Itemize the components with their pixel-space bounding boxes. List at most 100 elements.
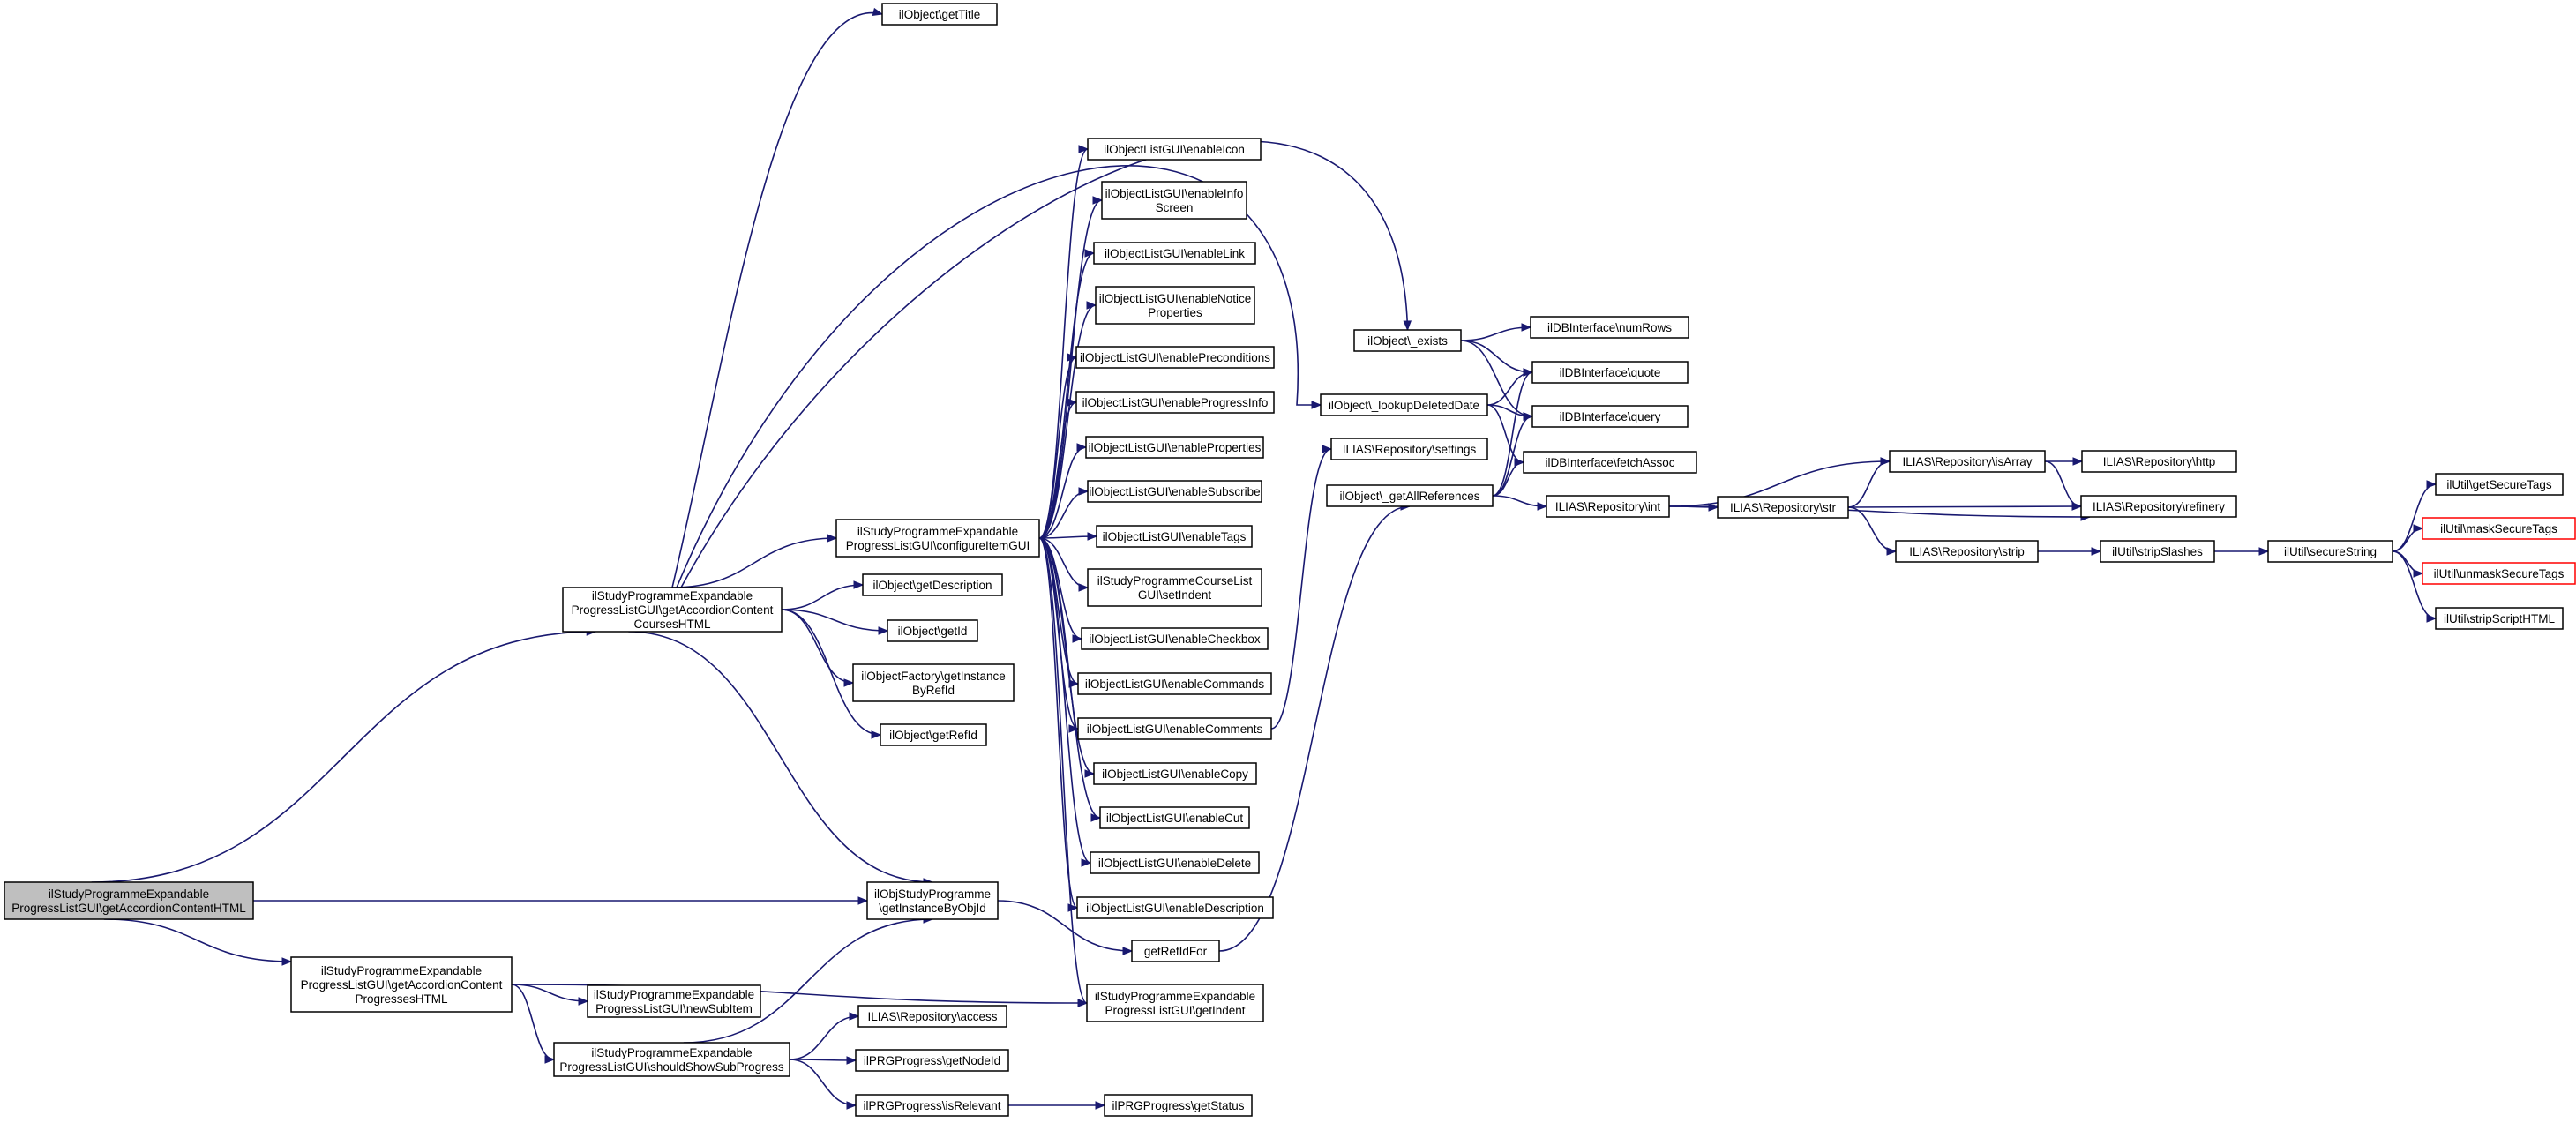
arrowhead	[1067, 398, 1078, 407]
edge-line	[1038, 537, 1101, 819]
arrowhead	[871, 730, 882, 739]
node-box	[2100, 540, 2215, 563]
node-enableCopy[interactable]: ilObjectListGUI\enableCopy	[1093, 762, 1257, 785]
node-box	[2080, 495, 2237, 518]
node-newSubItem[interactable]: ilStudyProgrammeExpandableProgressListGU…	[587, 984, 761, 1018]
node-label-line: ProgressListGUI\shouldShowSubProgress	[559, 1060, 784, 1074]
edge-enableComments-to-settings	[1270, 445, 1333, 730]
node-label-line: ilObjectListGUI\enableCopy	[1102, 767, 1248, 781]
node-configure[interactable]: ilStudyProgrammeExpandableProgressListGU…	[835, 519, 1040, 558]
node-getRefIdFor[interactable]: getRefIdFor	[1131, 940, 1220, 962]
node-root[interactable]: ilStudyProgrammeExpandableProgressListGU…	[4, 881, 254, 920]
node-settings[interactable]: ILIAS\Repository\settings	[1330, 438, 1488, 460]
node-stripSlashes[interactable]: ilUtil\stripSlashes	[2100, 540, 2215, 563]
node-exists[interactable]: ilObject\_exists	[1353, 329, 1462, 352]
node-box	[1086, 984, 1264, 1022]
node-enableIcon[interactable]: ilObjectListGUI\enableIcon	[1087, 138, 1262, 161]
node-enableDelete[interactable]: ilObjectListGUI\enableDelete	[1090, 851, 1260, 874]
node-label-line: ilStudyProgrammeExpandable	[591, 1046, 752, 1059]
edge-courses-to-configure	[671, 534, 838, 588]
node-getInstanceByObjId[interactable]: ilObjStudyProgramme\getInstanceByObjId	[866, 881, 999, 920]
arrowhead	[1095, 1101, 1106, 1110]
node-label-line: ilObjectListGUI\enableProgressInfo	[1082, 396, 1269, 409]
node-query[interactable]: ilDBInterface\query	[1531, 405, 1689, 428]
node-enableSubscribe[interactable]: ilObjectListGUI\enableSubscribe	[1087, 480, 1262, 503]
node-fetchAssoc[interactable]: ilDBInterface\fetchAssoc	[1523, 451, 1697, 474]
edge-courses-to-getRefId	[781, 609, 882, 739]
node-getId[interactable]: ilObject\getId	[887, 619, 978, 642]
edge-line	[2392, 550, 2423, 574]
node-isRelevant[interactable]: ilPRGProgress\isRelevant	[855, 1094, 1009, 1117]
node-label-line: ilUtil\getSecureTags	[2446, 478, 2552, 491]
node-quote[interactable]: ilDBInterface\quote	[1531, 361, 1689, 384]
node-secureString[interactable]: ilUtil\secureString	[2267, 540, 2393, 563]
node-enablePreconditions[interactable]: ilObjectListGUI\enablePreconditions	[1075, 346, 1275, 369]
edge-line	[1492, 461, 1524, 497]
node-label-line: ilObjectListGUI\enableComments	[1087, 722, 1263, 736]
node-label-line: ILIAS\Repository\isArray	[1902, 455, 2032, 468]
arrowhead	[2258, 547, 2270, 556]
edge-line	[997, 900, 1133, 952]
node-progresses[interactable]: ilStudyProgrammeExpandableProgressListGU…	[290, 956, 513, 1013]
node-strip[interactable]: ILIAS\Repository\strip	[1895, 540, 2039, 563]
node-enableLink[interactable]: ilObjectListGUI\enableLink	[1093, 242, 1256, 265]
node-int[interactable]: ILIAS\Repository\int	[1546, 495, 1670, 518]
edge-getAllRefs-to-fetchAssoc	[1492, 458, 1525, 497]
node-label-line: ilObject\getId	[898, 625, 968, 638]
node-box	[1330, 438, 1488, 460]
edge-line	[1038, 537, 1088, 1004]
node-courses[interactable]: ilStudyProgrammeExpandableProgressListGU…	[562, 587, 783, 633]
node-label-line: ilStudyProgrammeExpandable	[49, 887, 209, 901]
node-getIndent[interactable]: ilStudyProgrammeExpandableProgressListGU…	[1086, 984, 1264, 1022]
node-getRefId[interactable]: ilObject\getRefId	[880, 723, 987, 746]
node-label-line: ilDBInterface\fetchAssoc	[1545, 456, 1674, 469]
node-access[interactable]: ILIAS\Repository\access	[857, 1005, 1007, 1028]
node-getNodeId[interactable]: ilPRGProgress\getNodeId	[855, 1049, 1009, 1072]
node-enableCheckbox[interactable]: ilObjectListGUI\enableCheckbox	[1081, 627, 1269, 650]
node-numRows[interactable]: ilDBInterface\numRows	[1530, 316, 1689, 339]
node-label-line: ilPRGProgress\getStatus	[1112, 1099, 1244, 1112]
node-isArray[interactable]: ILIAS\Repository\isArray	[1889, 450, 2046, 473]
node-label-line: ilStudyProgrammeExpandable	[1095, 990, 1255, 1003]
edge-isRelevant-to-getStatus	[1007, 1101, 1106, 1110]
arrowhead	[1084, 249, 1096, 258]
node-getDescription[interactable]: ilObject\getDescription	[862, 573, 1003, 596]
node-enableTags[interactable]: ilObjectListGUI\enableTags	[1096, 525, 1253, 548]
arrowhead	[1886, 547, 1898, 556]
node-enableCut[interactable]: ilObjectListGUI\enableCut	[1099, 806, 1250, 829]
node-label-line: ProgressListGUI\getAccordionContentHTML	[11, 902, 246, 915]
node-getTitle[interactable]: ilObject\getTitle	[881, 3, 998, 26]
edge-configure-to-setIndent	[1038, 537, 1090, 592]
node-showSub[interactable]: ilStudyProgrammeExpandableProgressListGU…	[553, 1042, 790, 1077]
arrowhead	[878, 626, 889, 635]
node-refinery[interactable]: ILIAS\Repository\refinery	[2080, 495, 2237, 518]
node-box	[562, 587, 783, 633]
node-enableComments[interactable]: ilObjectListGUI\enableComments	[1077, 717, 1272, 740]
node-getStatus[interactable]: ilPRGProgress\getStatus	[1104, 1094, 1253, 1117]
node-label-line: ilObjectListGUI\enableCheckbox	[1089, 633, 1261, 646]
node-box	[857, 1005, 1007, 1028]
node-getSecureTags[interactable]: ilUtil\getSecureTags	[2435, 473, 2564, 496]
node-enableProperties[interactable]: ilObjectListGUI\enableProperties	[1085, 436, 1264, 459]
node-getAllRefs[interactable]: ilObject\_getAllReferences	[1326, 484, 1494, 507]
node-lookupDeleted[interactable]: ilObject\_lookupDeletedDate	[1320, 393, 1488, 416]
node-label-line: getRefIdFor	[1144, 945, 1208, 958]
node-box	[1085, 436, 1264, 459]
edge-secureString-to-stripScriptHTML	[2392, 550, 2437, 623]
node-box	[1075, 346, 1275, 369]
node-enableCommands[interactable]: ilObjectListGUI\enableCommands	[1077, 672, 1272, 695]
arrowhead	[1514, 458, 1525, 467]
node-label-line: ilObjectListGUI\enableCommands	[1085, 678, 1265, 691]
node-enableProgressInfo[interactable]: ilObjectListGUI\enableProgressInfo	[1075, 391, 1275, 414]
node-stripScriptHTML[interactable]: ilUtil\stripScriptHTML	[2435, 607, 2564, 630]
node-maskSecureTags[interactable]: ilUtil\maskSecureTags	[2422, 517, 2576, 540]
node-unmaskSecureTags[interactable]: ilUtil\unmaskSecureTags	[2422, 562, 2576, 585]
node-http[interactable]: ILIAS\Repository\http	[2081, 450, 2237, 473]
node-str[interactable]: ILIAS\Repository\str	[1717, 496, 1849, 519]
node-enableDescription[interactable]: ilObjectListGUI\enableDescription	[1076, 896, 1274, 919]
node-box	[1101, 181, 1247, 220]
